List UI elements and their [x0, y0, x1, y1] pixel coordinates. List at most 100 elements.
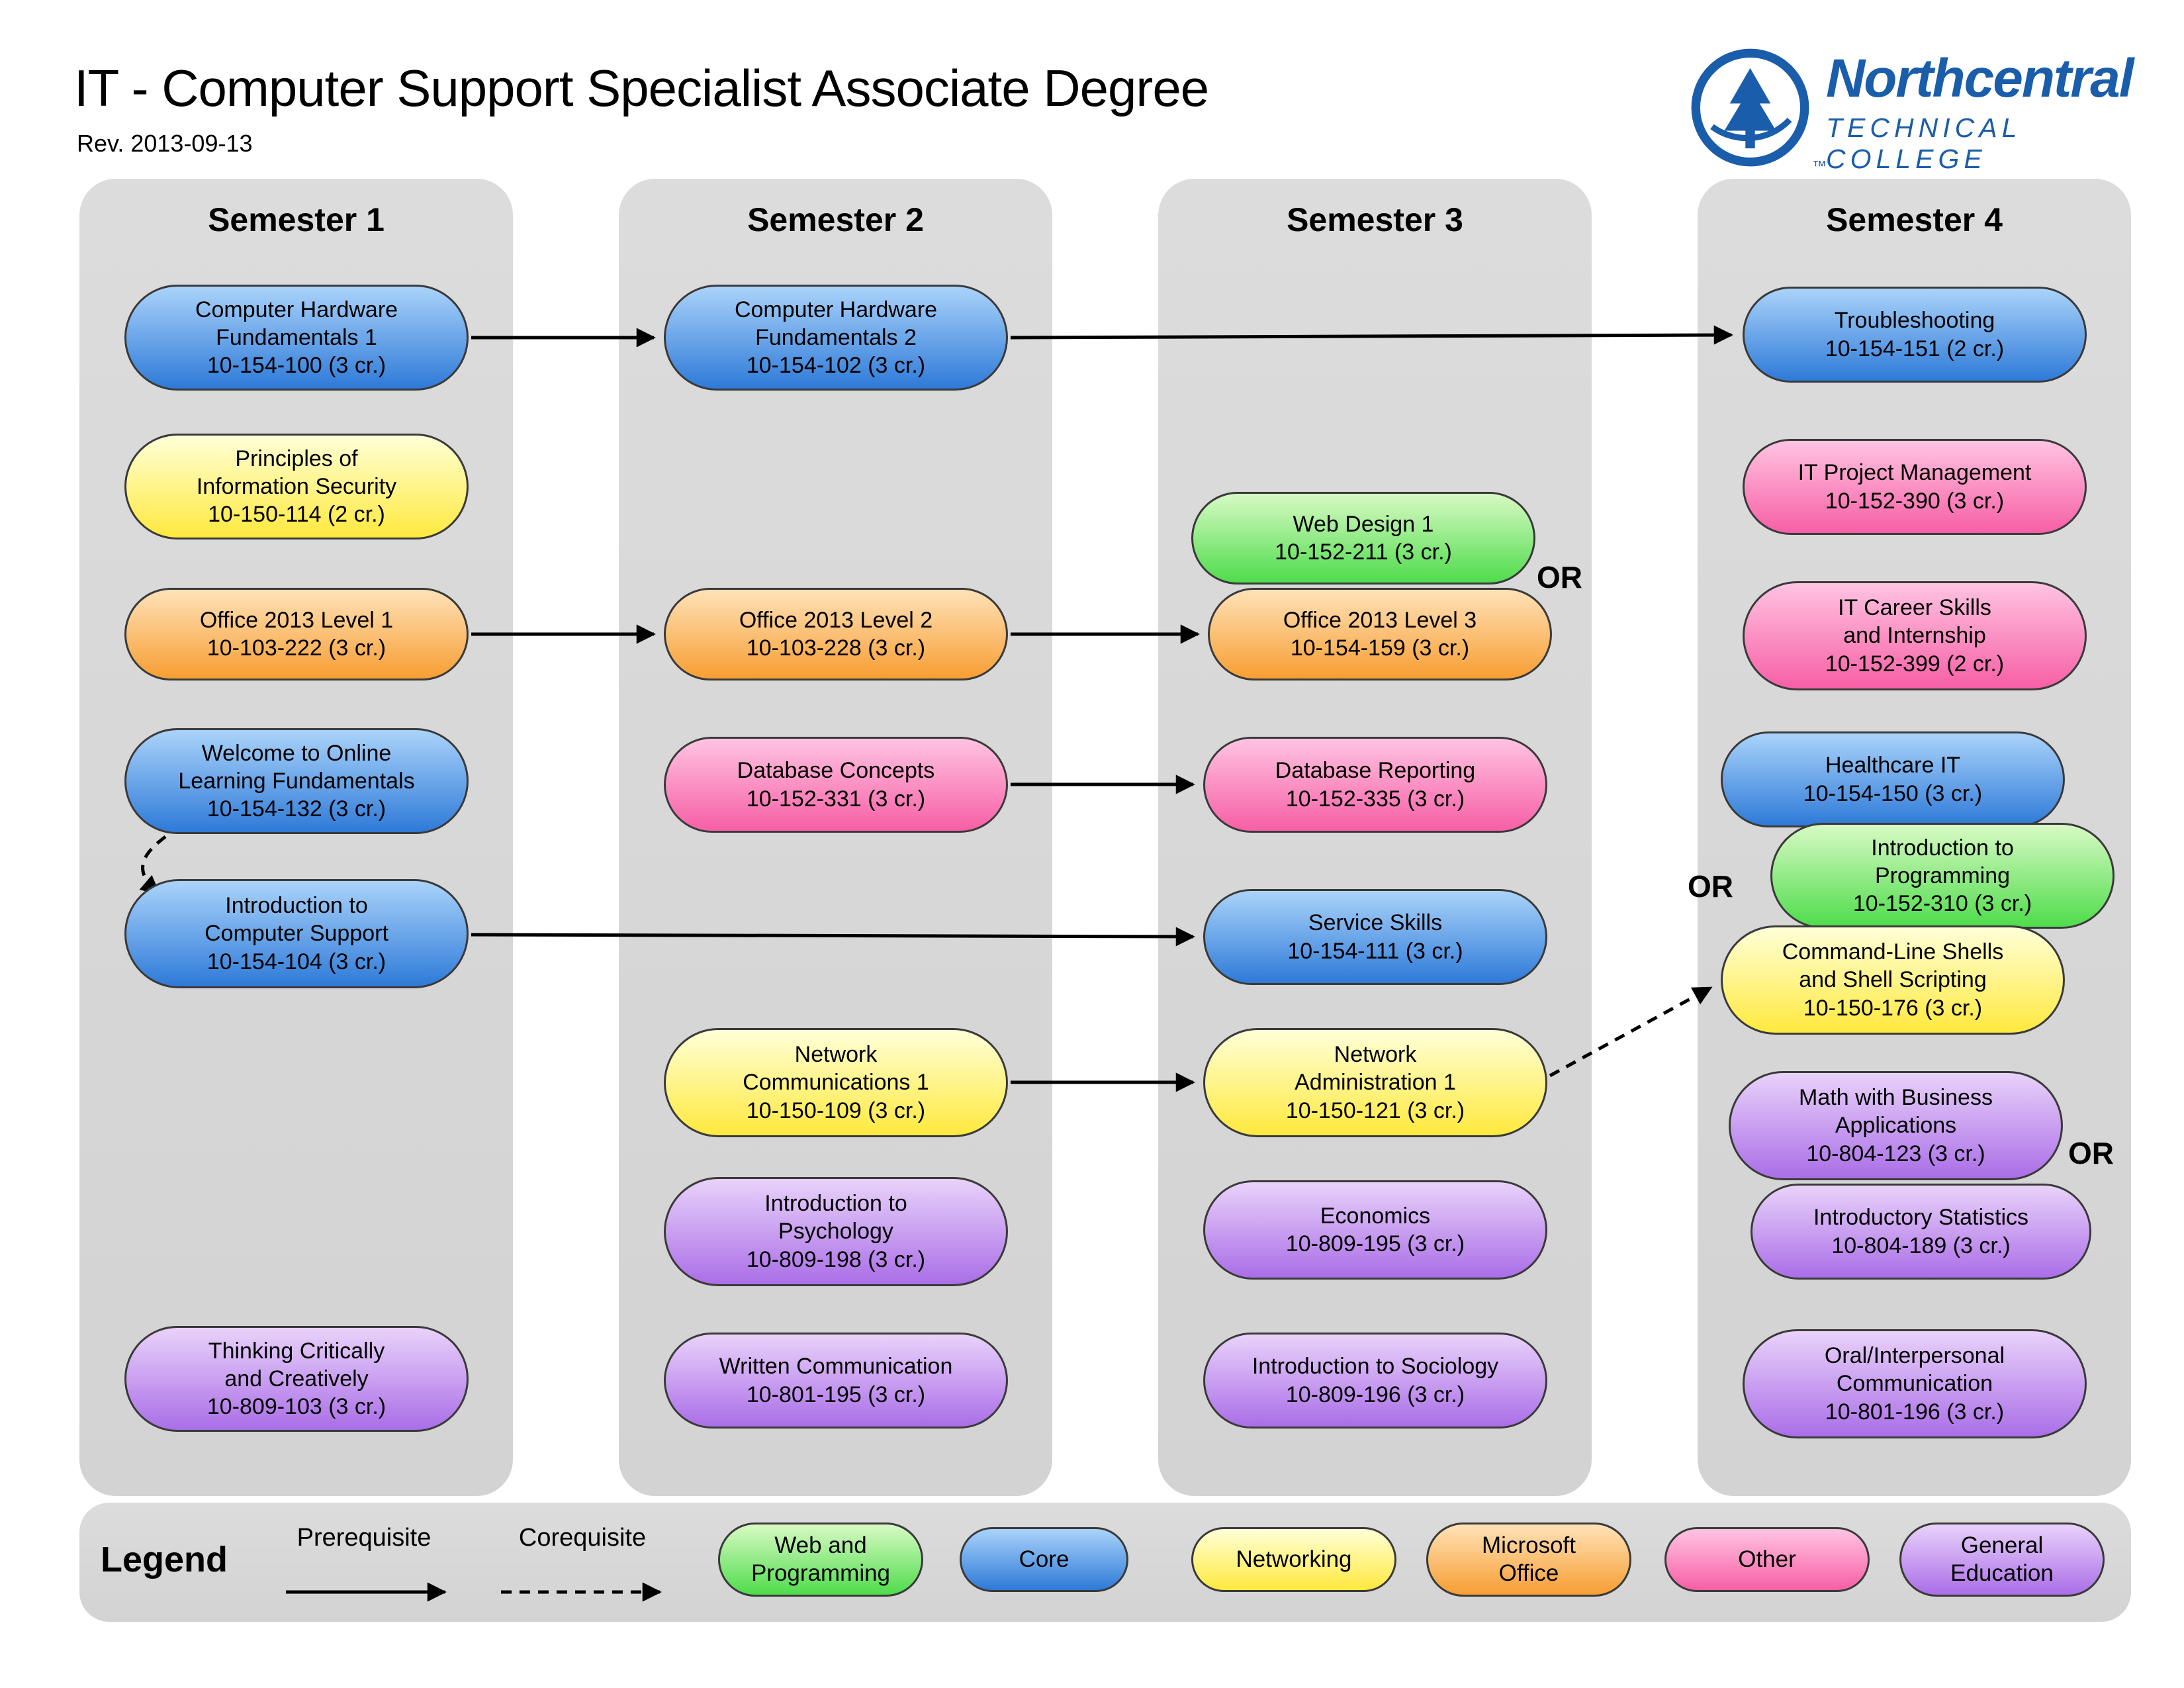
course-code: 10-152-335 (3 cr.)	[1285, 786, 1465, 812]
course-code: 10-154-111 (3 cr.)	[1287, 938, 1463, 964]
course-name: Office 2013 Level 3	[1283, 607, 1477, 633]
or-label-math-statistics: OR	[2068, 1136, 2114, 1170]
course-code: 10-103-228 (3 cr.)	[746, 635, 926, 661]
course-code: 10-804-189 (3 cr.)	[1831, 1233, 2011, 1258]
trademark-symbol: ™	[1812, 158, 1827, 174]
course-code: 10-150-109 (3 cr.)	[746, 1098, 926, 1123]
course-code: 10-152-310 (3 cr.)	[1852, 891, 2032, 917]
course-pill-network-communications-1: Network Communications 1 10-150-109 (3 c…	[664, 1028, 1008, 1137]
course-name: IT Career Skills and Internship	[1838, 595, 1991, 649]
course-name: Troubleshooting	[1834, 308, 1995, 334]
course-pill-hardware-fundamentals-2: Computer Hardware Fundamentals 2 10-154-…	[664, 285, 1008, 391]
course-code: 10-801-195 (3 cr.)	[746, 1382, 926, 1407]
ntc-tree-emblem-icon	[1691, 48, 1809, 167]
course-code: 10-152-211 (3 cr.)	[1275, 539, 1452, 565]
course-pill-oral-interpersonal-communication: Oral/Interpersonal Communication 10-801-…	[1743, 1329, 2087, 1438]
course-pill-intro-psychology: Introduction to Psychology 10-809-198 (3…	[664, 1177, 1008, 1286]
course-name: IT Project Management	[1797, 460, 2032, 486]
course-code: 10-154-159 (3 cr.)	[1290, 635, 1470, 661]
course-pill-service-skills: Service Skills 10-154-111 (3 cr.)	[1203, 889, 1547, 985]
course-pill-written-communication: Written Communication 10-801-195 (3 cr.)	[664, 1333, 1008, 1429]
course-code: 10-152-399 (2 cr.)	[1825, 651, 2005, 677]
or-label-programming-commandline: OR	[1688, 869, 1733, 904]
legend-title: Legend	[101, 1540, 228, 1579]
course-pill-welcome-online-learning: Welcome to Online Learning Fundamentals …	[124, 728, 469, 834]
course-pill-web-design-1: Web Design 1 10-152-211 (3 cr.)	[1191, 492, 1535, 585]
course-code: 10-150-121 (3 cr.)	[1285, 1098, 1465, 1123]
course-name: Computer Hardware Fundamentals 2	[734, 297, 938, 350]
course-name: Introductory Statistics	[1813, 1205, 2028, 1231]
course-code: 10-809-196 (3 cr.)	[1285, 1382, 1465, 1407]
course-pill-database-concepts: Database Concepts 10-152-331 (3 cr.)	[664, 737, 1008, 833]
course-pill-network-administration-1: Network Administration 1 10-150-121 (3 c…	[1203, 1028, 1547, 1137]
course-code: 10-809-103 (3 cr.)	[206, 1394, 387, 1420]
course-name: Introduction to Sociology	[1251, 1354, 1499, 1380]
course-code: 10-150-114 (2 cr.)	[208, 502, 385, 528]
course-pill-hardware-fundamentals-1: Computer Hardware Fundamentals 1 10-154-…	[124, 285, 469, 391]
course-name: Office 2013 Level 1	[199, 607, 394, 633]
course-code: 10-154-151 (2 cr.)	[1825, 336, 2005, 361]
course-code: 10-154-150 (3 cr.)	[1803, 780, 1983, 806]
course-name: Database Reporting	[1275, 758, 1476, 784]
legend-pill-microsoft-office: Microsoft Office	[1426, 1523, 1631, 1597]
course-pill-troubleshooting: Troubleshooting 10-154-151 (2 cr.)	[1743, 287, 2087, 383]
course-pill-thinking-critically: Thinking Critically and Creatively 10-80…	[124, 1326, 469, 1432]
course-name: Oral/Interpersonal Communication	[1824, 1343, 2005, 1397]
logo-wordmark: Northcentral	[1826, 48, 2134, 109]
course-code: 10-809-195 (3 cr.)	[1285, 1231, 1465, 1256]
revision-date: Rev. 2013-09-13	[77, 130, 253, 157]
legend-corequisite-label: Corequisite	[518, 1524, 647, 1552]
course-pill-office-level-2: Office 2013 Level 2 10-103-228 (3 cr.)	[664, 588, 1008, 680]
course-code: 10-809-198 (3 cr.)	[746, 1246, 926, 1272]
course-code: 10-804-123 (3 cr.)	[1806, 1141, 1985, 1166]
legend-pill-other: Other	[1664, 1527, 1870, 1592]
semester-4-header: Semester 4	[1826, 201, 2003, 238]
course-pill-it-project-management: IT Project Management 10-152-390 (3 cr.)	[1743, 439, 2087, 535]
course-code: 10-103-222 (3 cr.)	[206, 635, 387, 661]
ntc-logo: Northcentral TECHNICAL COLLEGE	[1689, 46, 2184, 175]
semester-2-header: Semester 2	[747, 201, 924, 238]
course-name: Healthcare IT	[1825, 753, 1961, 778]
course-name: Introduction to Psychology	[764, 1191, 907, 1244]
course-name: Service Skills	[1308, 910, 1443, 936]
course-name: Principles of Information Security	[196, 445, 397, 499]
course-pill-math-business-applications: Math with Business Applications 10-804-1…	[1729, 1071, 2063, 1180]
course-pill-database-reporting: Database Reporting 10-152-335 (3 cr.)	[1203, 737, 1547, 833]
course-pill-intro-sociology: Introduction to Sociology 10-809-196 (3 …	[1203, 1333, 1547, 1429]
course-code: 10-154-104 (3 cr.)	[206, 949, 387, 974]
course-name: Introduction to Programming	[1871, 835, 2014, 888]
or-label-webdesign-office3: OR	[1537, 560, 1582, 594]
course-code: 10-154-100 (3 cr.)	[206, 353, 387, 379]
course-pill-economics: Economics 10-809-195 (3 cr.)	[1203, 1180, 1547, 1280]
course-name: Network Administration 1	[1295, 1042, 1456, 1096]
course-pill-introductory-statistics: Introductory Statistics 10-804-189 (3 cr…	[1751, 1184, 2091, 1280]
course-code: 10-152-390 (3 cr.)	[1825, 488, 2005, 514]
course-pill-it-career-skills: IT Career Skills and Internship 10-152-3…	[1743, 581, 2087, 690]
course-name: Web Design 1	[1293, 511, 1434, 537]
course-pill-info-security: Principles of Information Security 10-15…	[124, 434, 469, 539]
legend-pill-web-and-programming: Web and Programming	[718, 1523, 923, 1597]
legend-pill-general-education: General Education	[1899, 1523, 2105, 1597]
course-name: Thinking Critically and Creatively	[208, 1338, 385, 1391]
course-code: 10-152-331 (3 cr.)	[746, 786, 926, 812]
course-name: Command-Line Shells and Shell Scripting	[1782, 939, 2004, 993]
course-name: Written Communication	[719, 1354, 953, 1380]
page-title: IT - Computer Support Specialist Associa…	[74, 59, 1209, 117]
semester-3-column	[1158, 179, 1592, 1496]
course-pill-intro-computer-support: Introduction to Computer Support 10-154-…	[124, 879, 469, 988]
course-name: Office 2013 Level 2	[739, 607, 933, 633]
course-pill-command-line-shells: Command-Line Shells and Shell Scripting …	[1721, 925, 2065, 1035]
legend-pill-networking: Networking	[1191, 1527, 1396, 1592]
course-code: 10-801-196 (3 cr.)	[1825, 1399, 2005, 1425]
course-code: 10-154-132 (3 cr.)	[206, 796, 387, 822]
course-code: 10-154-102 (3 cr.)	[746, 353, 926, 379]
course-name: Economics	[1320, 1203, 1431, 1229]
course-pill-office-level-3: Office 2013 Level 3 10-154-159 (3 cr.)	[1208, 588, 1552, 680]
course-pill-healthcare-it: Healthcare IT 10-154-150 (3 cr.)	[1721, 731, 2065, 827]
course-pill-office-level-1: Office 2013 Level 1 10-103-222 (3 cr.)	[124, 588, 469, 680]
course-pill-intro-programming: Introduction to Programming 10-152-310 (…	[1770, 823, 2115, 929]
course-name: Math with Business Applications	[1799, 1085, 1993, 1139]
course-code: 10-150-176 (3 cr.)	[1803, 995, 1983, 1021]
semester-1-header: Semester 1	[208, 201, 385, 238]
